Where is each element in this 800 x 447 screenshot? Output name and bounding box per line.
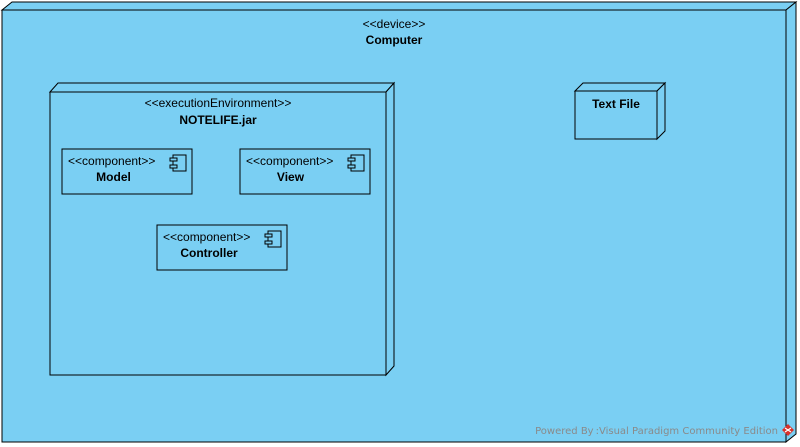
component-controller-stereotype: <<component>> <box>163 230 251 244</box>
device-stereotype: <<device>> <box>362 17 426 31</box>
device-name: Computer <box>365 33 423 47</box>
exec-env-stereotype: <<executionEnvironment>> <box>144 96 292 110</box>
component-controller-box <box>156 224 288 271</box>
component-controller[interactable] <box>156 224 288 271</box>
component-icon <box>264 230 282 248</box>
exec-env-name: NOTELIFE.jar <box>179 113 257 127</box>
text-file-side-face <box>656 81 666 141</box>
text-file-name: Text File <box>592 97 640 111</box>
component-controller-name: Controller <box>180 246 238 260</box>
text-file-node[interactable] <box>573 81 667 141</box>
text-file-top-face <box>573 82 667 92</box>
device-node-top-face <box>0 1 798 11</box>
watermark-text: Powered By :Visual Paradigm Community Ed… <box>535 426 778 437</box>
component-view-name: View <box>276 170 305 184</box>
exec-env-side-face <box>385 81 395 377</box>
device-node-side-face <box>785 0 797 444</box>
component-model-name: Model <box>96 170 131 184</box>
component-icon <box>347 154 365 172</box>
component-view-stereotype: <<component>> <box>246 154 334 168</box>
component-model[interactable] <box>61 148 193 195</box>
visual-paradigm-logo-icon <box>782 424 794 436</box>
component-icon <box>169 154 187 172</box>
component-view[interactable] <box>239 148 371 195</box>
text-file-front-face <box>574 90 658 140</box>
component-view-box <box>239 148 371 195</box>
component-model-stereotype: <<component>> <box>68 154 156 168</box>
component-model-box <box>61 148 193 195</box>
exec-env-top-face <box>48 82 396 93</box>
